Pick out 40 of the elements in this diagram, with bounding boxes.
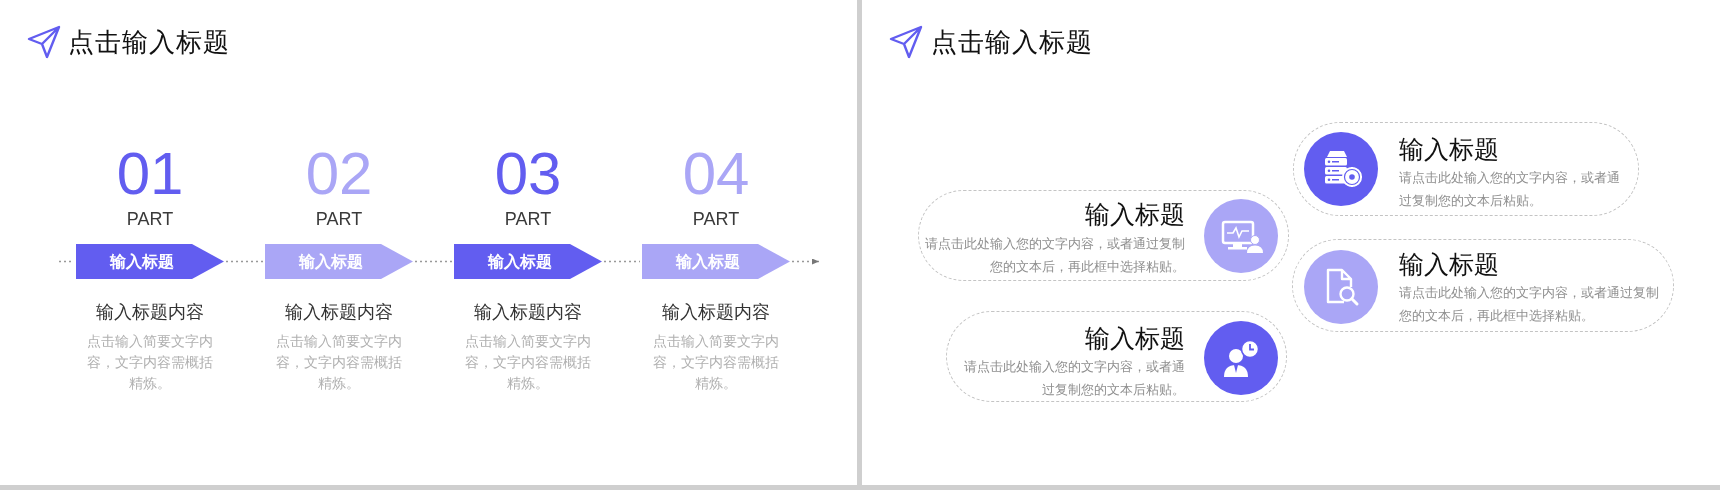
card-description: 请点击此处输入您的文字内容，或者通过复制您的文本后，再此框中选择粘贴。 [1399, 284, 1660, 325]
item-heading: 输入标题内容 [285, 301, 393, 324]
card-title: 输入标题 [1399, 134, 1499, 164]
card-title: 输入标题 [1085, 199, 1185, 229]
dotted-arrow [791, 258, 820, 265]
dotted-line [225, 260, 264, 263]
chevron-banner [76, 244, 224, 279]
banner-title: 输入标题 [110, 252, 174, 272]
banner-title: 输入标题 [488, 252, 552, 272]
banner-title: 输入标题 [299, 252, 363, 272]
chevron-banner [642, 244, 790, 279]
card-description: 请点击此处输入您的文字内容，或者通过复制您的文本后粘贴。 [963, 358, 1185, 399]
item-heading: 输入标题内容 [474, 301, 582, 324]
card-title: 输入标题 [1399, 249, 1499, 279]
part-label: PART [315, 210, 363, 228]
dashed-pill-card [946, 311, 1287, 402]
item-description: 点击输入简要文字内容，文字内容需概括精炼。 [464, 332, 592, 393]
card-description: 请点击此处输入您的文字内容，或者通过复制您的文本后粘贴。 [1399, 169, 1621, 210]
dotted-line [414, 260, 453, 263]
chevron-banner [265, 244, 413, 279]
card-title: 输入标题 [1085, 323, 1185, 353]
slide-title: 点击输入标题 [931, 26, 1093, 58]
banner-title: 输入标题 [676, 252, 740, 272]
part-number: 04 [682, 144, 750, 204]
dotted-line [603, 260, 641, 263]
chevron-banner [454, 244, 602, 279]
item-heading: 输入标题内容 [662, 301, 770, 324]
item-heading: 输入标题内容 [96, 301, 204, 324]
part-label: PART [126, 210, 174, 228]
part-label: PART [692, 210, 740, 228]
part-label: PART [504, 210, 552, 228]
item-description: 点击输入简要文字内容，文字内容需概括精炼。 [86, 332, 214, 393]
card-description: 请点击此处输入您的文字内容，或者通过复制您的文本后，再此框中选择粘贴。 [924, 235, 1185, 276]
item-description: 点击输入简要文字内容，文字内容需概括精炼。 [275, 332, 403, 393]
dashed-pill-card [918, 190, 1289, 281]
part-number: 03 [494, 144, 562, 204]
item-description: 点击输入简要文字内容，文字内容需概括精炼。 [652, 332, 780, 393]
part-number: 02 [305, 144, 373, 204]
part-number: 01 [116, 144, 184, 204]
slide-title: 点击输入标题 [68, 26, 230, 58]
